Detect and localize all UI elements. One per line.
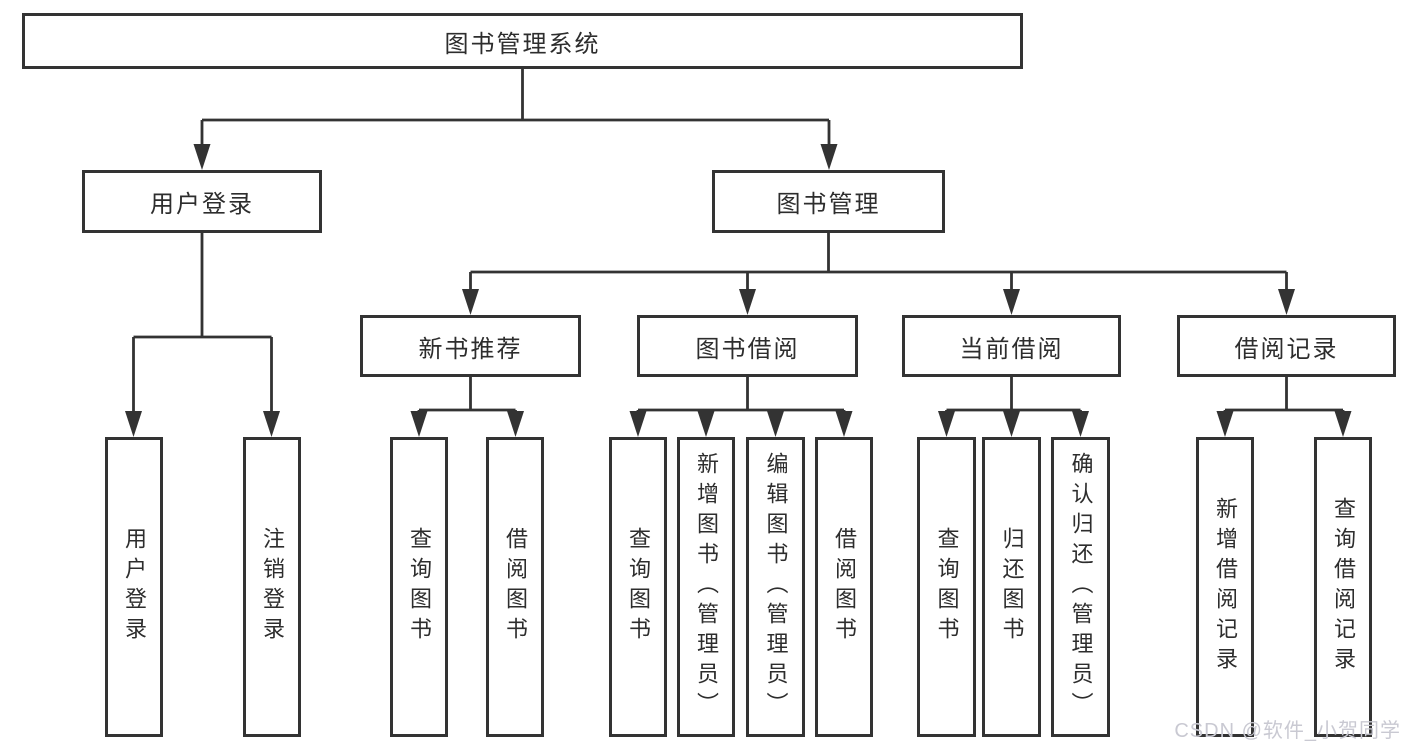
leaf-add-borrow-record-label: 新增借阅记录 xyxy=(1213,497,1238,677)
leaf-query-books-borrowing: 查询图书 xyxy=(609,437,667,737)
node-new-book-recommendation: 新书推荐 xyxy=(360,315,581,377)
leaf-return-books: 归还图书 xyxy=(982,437,1041,737)
node-user-login: 用户登录 xyxy=(82,170,322,233)
leaf-logout-label: 注销登录 xyxy=(260,527,285,647)
leaf-borrow-books-recommend: 借阅图书 xyxy=(486,437,544,737)
leaf-add-borrow-record: 新增借阅记录 xyxy=(1196,437,1254,737)
leaf-query-books-current: 查询图书 xyxy=(917,437,976,737)
leaf-query-books-borrowing-label: 查询图书 xyxy=(626,527,651,647)
leaf-user-login-label: 用户登录 xyxy=(122,527,147,647)
leaf-return-books-label: 归还图书 xyxy=(999,527,1025,647)
csdn-watermark: CSDN @软件_小贺同学 xyxy=(1174,720,1401,742)
leaf-borrow-books-label: 借阅图书 xyxy=(832,527,857,647)
node-book-management: 图书管理 xyxy=(712,170,945,233)
leaf-edit-books-admin-label: 编辑图书（管理员） xyxy=(763,452,789,722)
leaf-confirm-return-admin: 确认归还（管理员） xyxy=(1051,437,1110,737)
leaf-user-login: 用户登录 xyxy=(105,437,163,737)
node-current-borrowing: 当前借阅 xyxy=(902,315,1121,377)
leaf-borrow-books: 借阅图书 xyxy=(815,437,873,737)
node-book-borrowing: 图书借阅 xyxy=(637,315,858,377)
leaf-query-books-current-label: 查询图书 xyxy=(934,527,960,647)
leaf-query-books-recommend: 查询图书 xyxy=(390,437,448,737)
leaf-borrow-books-recommend-label: 借阅图书 xyxy=(503,527,528,647)
leaf-edit-books-admin: 编辑图书（管理员） xyxy=(746,437,805,737)
node-library-management-system: 图书管理系统 xyxy=(22,13,1023,69)
leaf-add-books-admin-label: 新增图书（管理员） xyxy=(694,452,719,722)
node-borrowing-records: 借阅记录 xyxy=(1177,315,1396,377)
leaf-add-books-admin: 新增图书（管理员） xyxy=(677,437,735,737)
tree-edges xyxy=(132,69,1345,414)
leaf-confirm-return-admin-label: 确认归还（管理员） xyxy=(1068,452,1094,722)
leaf-query-books-recommend-label: 查询图书 xyxy=(407,527,432,647)
leaf-query-borrow-record-label: 查询借阅记录 xyxy=(1331,497,1356,677)
leaf-logout: 注销登录 xyxy=(243,437,301,737)
leaf-query-borrow-record: 查询借阅记录 xyxy=(1314,437,1372,737)
arrow-heads xyxy=(125,144,1352,437)
